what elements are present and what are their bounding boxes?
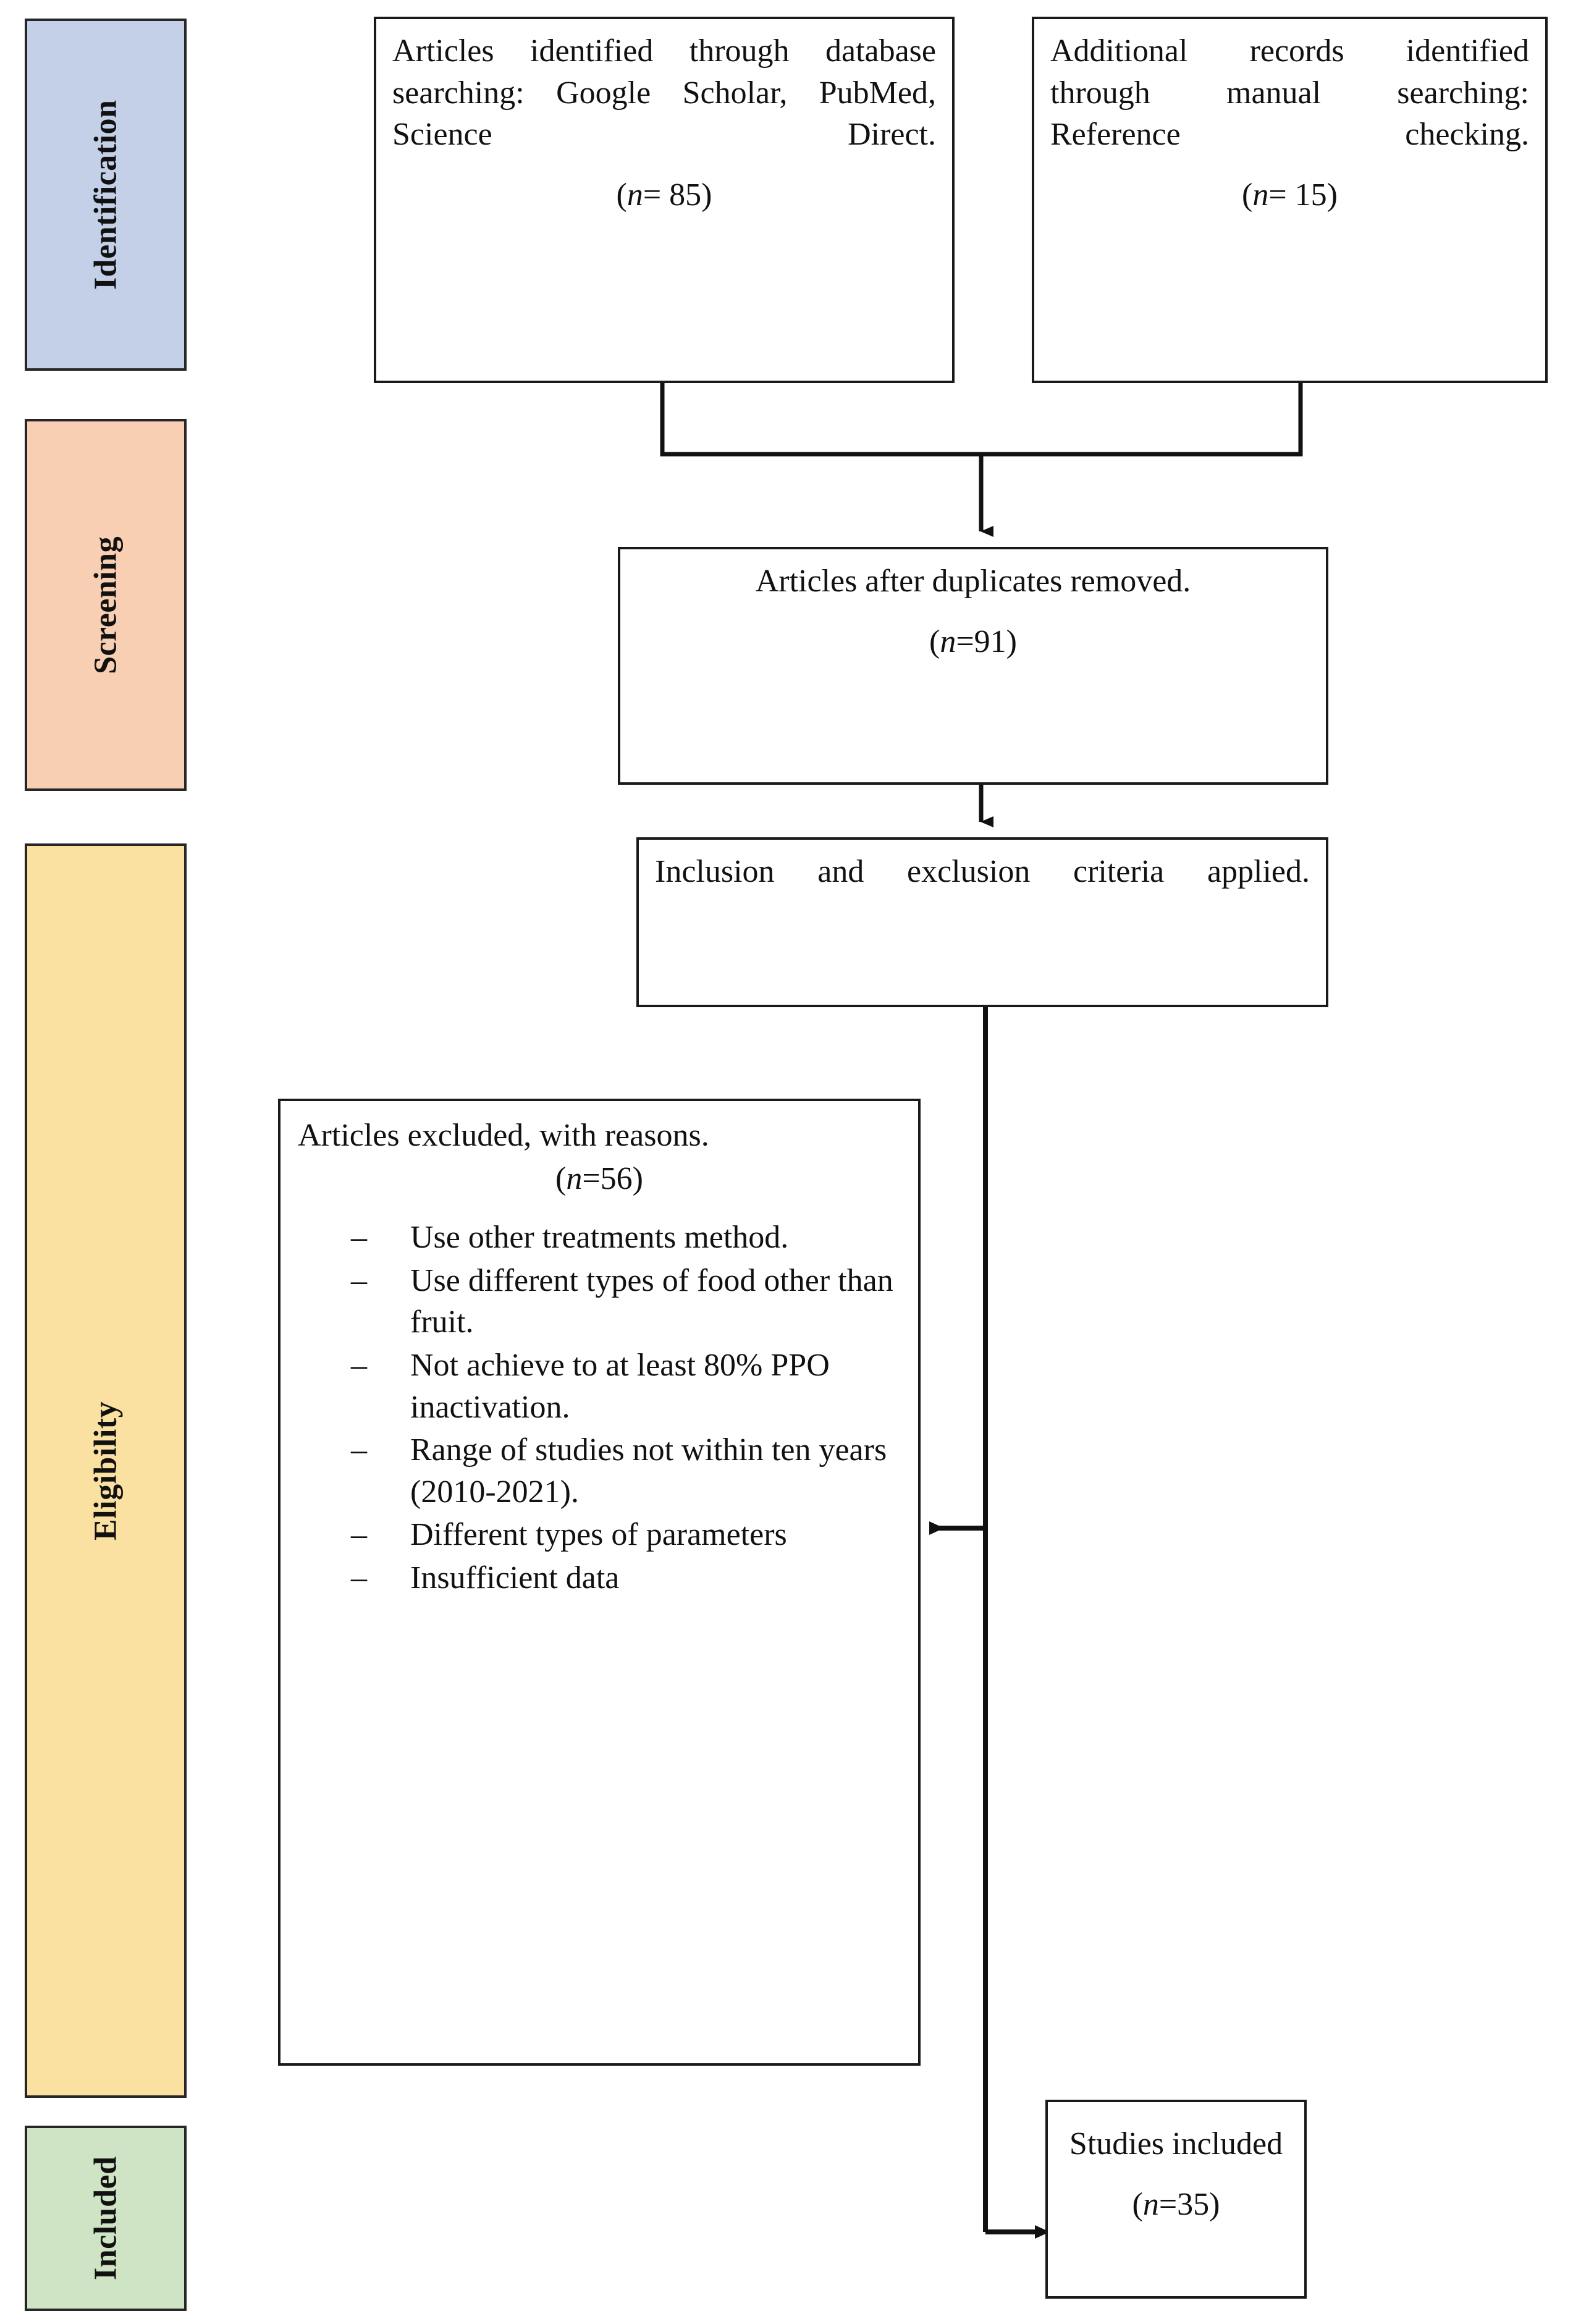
stage-label-included-text: Included bbox=[88, 2156, 124, 2281]
stage-label-eligibility-text: Eligibility bbox=[88, 1401, 124, 1540]
list-item-text: Range of studies not within ten years (2… bbox=[410, 1432, 887, 1510]
node-duplicates-removed: Articles after duplicates removed. (n=91… bbox=[618, 547, 1328, 785]
list-item-text: Different types of parameters bbox=[410, 1517, 787, 1553]
list-item: – Range of studies not within ten years … bbox=[351, 1429, 901, 1513]
list-item-text: Use different types of food other than f… bbox=[410, 1262, 893, 1340]
list-item: – Not achieve to at least 80% PPO inacti… bbox=[351, 1345, 901, 1428]
node-criteria-applied: Inclusion and exclusion criteria applied… bbox=[636, 837, 1328, 1007]
list-item-text: Use other treatments method. bbox=[410, 1220, 789, 1256]
dash-bullet-icon: – bbox=[351, 1560, 367, 1595]
dash-bullet-icon: – bbox=[351, 1432, 367, 1468]
node-studies-included-count: (n=35) bbox=[1132, 2186, 1220, 2222]
stage-label-screening: Screening bbox=[25, 419, 187, 791]
dash-bullet-icon: – bbox=[351, 1347, 367, 1383]
node-database-search: Articles identified through database sea… bbox=[374, 17, 955, 383]
stage-label-screening-text: Screening bbox=[88, 536, 124, 674]
exclusion-reasons-list: – Use other treatments method. – Use dif… bbox=[298, 1217, 901, 1599]
dash-bullet-icon: – bbox=[351, 1262, 367, 1298]
stage-label-identification: Identification bbox=[25, 19, 187, 371]
node-articles-excluded: Articles excluded, with reasons. (n=56) … bbox=[278, 1099, 921, 2066]
node-manual-search: Additional records identified through ma… bbox=[1032, 17, 1548, 383]
list-item-text: Not achieve to at least 80% PPO inactiva… bbox=[410, 1347, 830, 1425]
node-database-search-text: Articles identified through database sea… bbox=[392, 33, 936, 153]
node-studies-included: Studies included (n=35) bbox=[1045, 2100, 1307, 2299]
node-manual-search-text: Additional records identified through ma… bbox=[1050, 33, 1529, 153]
stage-label-identification-text: Identification bbox=[88, 99, 124, 290]
list-item: – Insufficient data bbox=[351, 1557, 901, 1599]
list-item: – Different types of parameters bbox=[351, 1514, 901, 1556]
node-articles-excluded-text: Articles excluded, with reasons. bbox=[298, 1118, 709, 1153]
node-duplicates-removed-text: Articles after duplicates removed. bbox=[755, 564, 1191, 599]
dash-bullet-icon: – bbox=[351, 1517, 367, 1553]
node-database-search-count: (n= 85) bbox=[616, 177, 712, 213]
list-item: – Use other treatments method. bbox=[351, 1217, 901, 1259]
node-criteria-applied-text: Inclusion and exclusion criteria applied… bbox=[655, 854, 1310, 889]
stage-label-included: Included bbox=[25, 2126, 187, 2311]
stage-label-eligibility: Eligibility bbox=[25, 843, 187, 2098]
node-articles-excluded-count: (n=56) bbox=[555, 1160, 643, 1196]
node-manual-search-count: (n= 15) bbox=[1242, 177, 1338, 213]
node-studies-included-text: Studies included bbox=[1069, 2126, 1283, 2161]
node-duplicates-removed-count: (n=91) bbox=[929, 623, 1017, 659]
list-item-text: Insufficient data bbox=[410, 1560, 620, 1595]
list-item: – Use different types of food other than… bbox=[351, 1260, 901, 1343]
dash-bullet-icon: – bbox=[351, 1220, 367, 1256]
